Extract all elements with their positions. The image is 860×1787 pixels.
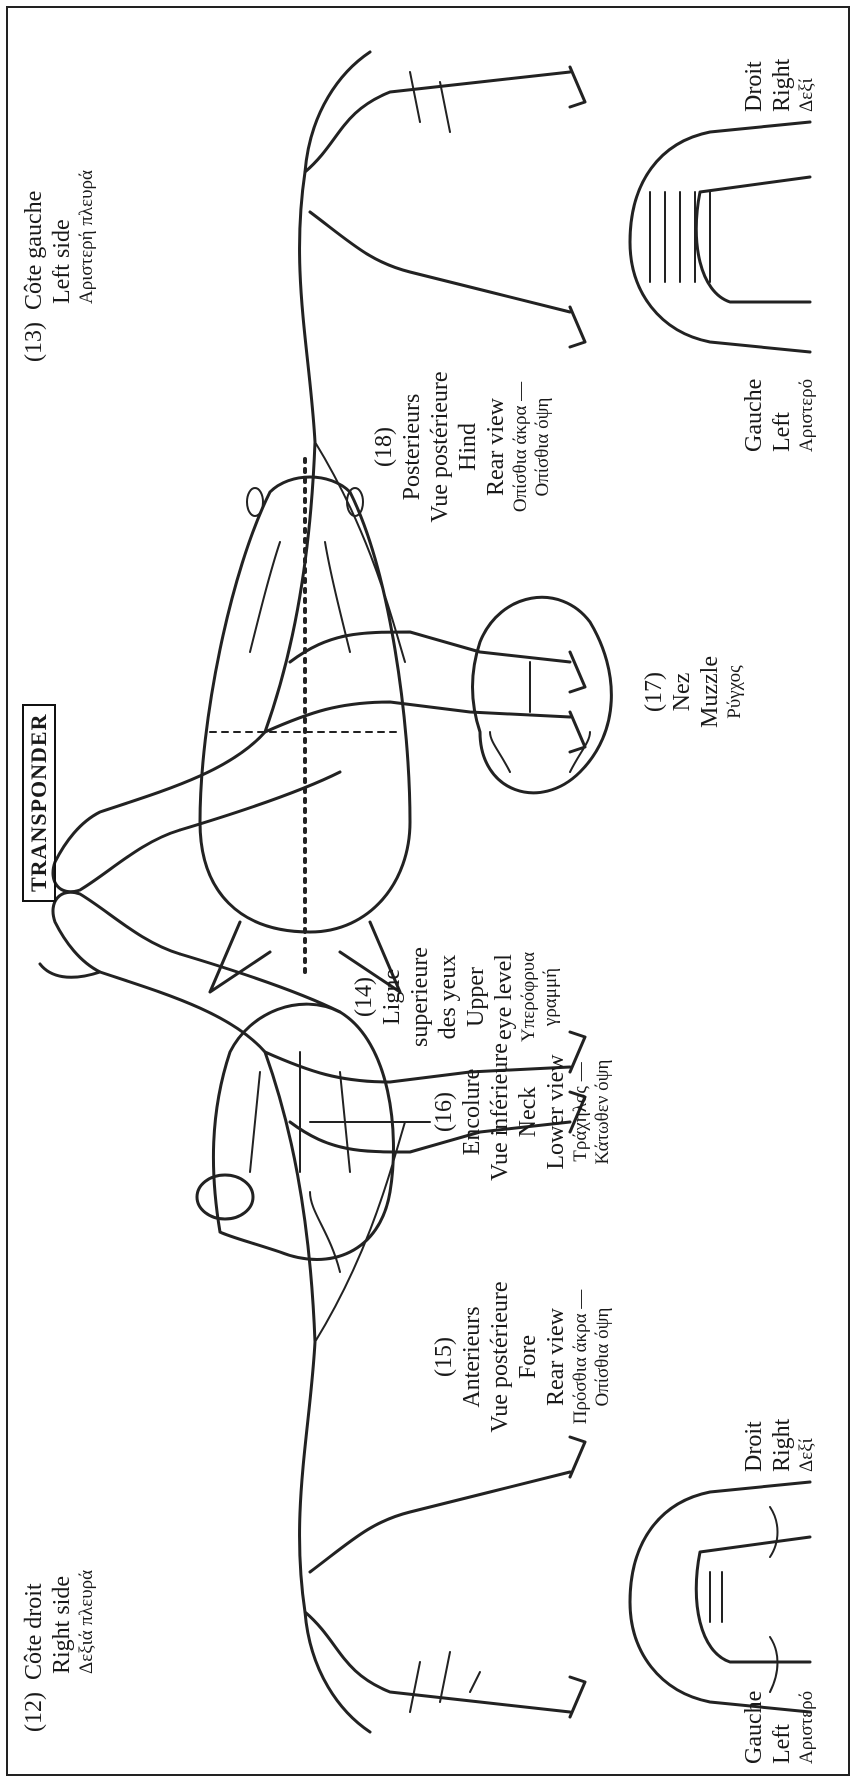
hind-right-fr: Droit bbox=[740, 59, 768, 112]
left-side-gr: Αριστερή πλευρά bbox=[76, 170, 98, 362]
horse-silhouettes bbox=[10, 12, 850, 1772]
right-side-en: Right side bbox=[48, 1570, 76, 1732]
neck-number: (16) bbox=[430, 1007, 458, 1217]
left-side-en: Left side bbox=[48, 170, 76, 362]
fore-fr2: Vue postérieure bbox=[486, 1242, 514, 1472]
hind-left-en: Left bbox=[768, 379, 796, 452]
transponder-label: TRANSPONDER bbox=[22, 704, 56, 902]
fore-right-fr: Droit bbox=[740, 1419, 768, 1472]
fore-en1: Fore bbox=[514, 1242, 542, 1472]
left-side-label: (13) Côte gauche Left side Αριστερή πλευ… bbox=[20, 170, 98, 362]
hind-left-gr: Αριστερό bbox=[796, 379, 818, 452]
hind-gr2: Οπίσθια όψη bbox=[532, 337, 554, 557]
fore-left-fr: Gauche bbox=[740, 1691, 768, 1764]
fore-left-en: Left bbox=[768, 1691, 796, 1764]
fore-fr1: Anterieurs bbox=[458, 1242, 486, 1472]
muzzle-label: (17) Nez Muzzle Ρύγχος bbox=[640, 622, 746, 762]
hind-left-fr: Gauche bbox=[740, 379, 768, 452]
fore-en2: Rear view bbox=[542, 1242, 570, 1472]
neck-en2: Lower view bbox=[542, 1007, 570, 1217]
neck-fr2: Vue inférieure bbox=[486, 1007, 514, 1217]
muzzle-drawing bbox=[473, 597, 612, 792]
fore-left-label: Gauche Left Αριστερό bbox=[740, 1691, 818, 1764]
fore-legs-rear-view-drawing bbox=[630, 1482, 810, 1712]
right-side-number: (12) bbox=[21, 1692, 47, 1732]
hind-number: (18) bbox=[370, 337, 398, 557]
hind-right-gr: Δεξί bbox=[796, 59, 818, 112]
hind-en2: Rear view bbox=[482, 337, 510, 557]
upper-eye-fr1: Ligne bbox=[378, 922, 406, 1072]
muzzle-number: (17) bbox=[640, 622, 668, 762]
right-side-fr: Côte droit bbox=[21, 1583, 47, 1680]
hind-fr1: Posterieurs bbox=[398, 337, 426, 557]
hind-en1: Hind bbox=[454, 337, 482, 557]
fore-right-label: Droit Right Δεξί bbox=[740, 1419, 818, 1472]
right-side-label: (12) Côte droit Right side Δεξιά πλευρά bbox=[20, 1570, 98, 1732]
hind-fr2: Vue postérieure bbox=[426, 337, 454, 557]
muzzle-gr: Ρύγχος bbox=[724, 622, 746, 762]
upper-eye-number: (14) bbox=[350, 922, 378, 1072]
neck-gr1: Τράχηλος — bbox=[570, 1007, 592, 1217]
left-side-number: (13) bbox=[21, 322, 47, 362]
neck-fr1: Encolure bbox=[458, 1007, 486, 1217]
fore-gr1: Πρόσθια άκρα — bbox=[570, 1242, 592, 1472]
left-side-fr: Côte gauche bbox=[21, 191, 47, 310]
muzzle-en: Muzzle bbox=[696, 622, 724, 762]
right-side-gr: Δεξιά πλευρά bbox=[76, 1570, 98, 1732]
hind-gr1: Οπίσθια άκρα — bbox=[510, 337, 532, 557]
neck-label: (16) Encolure Vue inférieure Neck Lower … bbox=[430, 1007, 614, 1217]
hind-right-en: Right bbox=[768, 59, 796, 112]
hind-legs-rear-view-drawing bbox=[630, 122, 810, 352]
muzzle-fr: Nez bbox=[668, 622, 696, 762]
fore-left-gr: Αριστερό bbox=[796, 1691, 818, 1764]
fore-right-en: Right bbox=[768, 1419, 796, 1472]
fore-legs-label: (15) Anterieurs Vue postérieure Fore Rea… bbox=[430, 1242, 614, 1472]
hind-left-label: Gauche Left Αριστερό bbox=[740, 379, 818, 452]
neck-en1: Neck bbox=[514, 1007, 542, 1217]
rotated-diagram-canvas: TRANSPONDER (12) Côte droit Right side Δ… bbox=[10, 12, 850, 1772]
hind-right-label: Droit Right Δεξί bbox=[740, 59, 818, 112]
fore-gr2: Οπίσθια όψη bbox=[592, 1242, 614, 1472]
fore-right-gr: Δεξί bbox=[796, 1419, 818, 1472]
hind-legs-label: (18) Posterieurs Vue postérieure Hind Re… bbox=[370, 337, 554, 557]
fore-number: (15) bbox=[430, 1242, 458, 1472]
neck-gr2: Κάτωθεν όψη bbox=[592, 1007, 614, 1217]
